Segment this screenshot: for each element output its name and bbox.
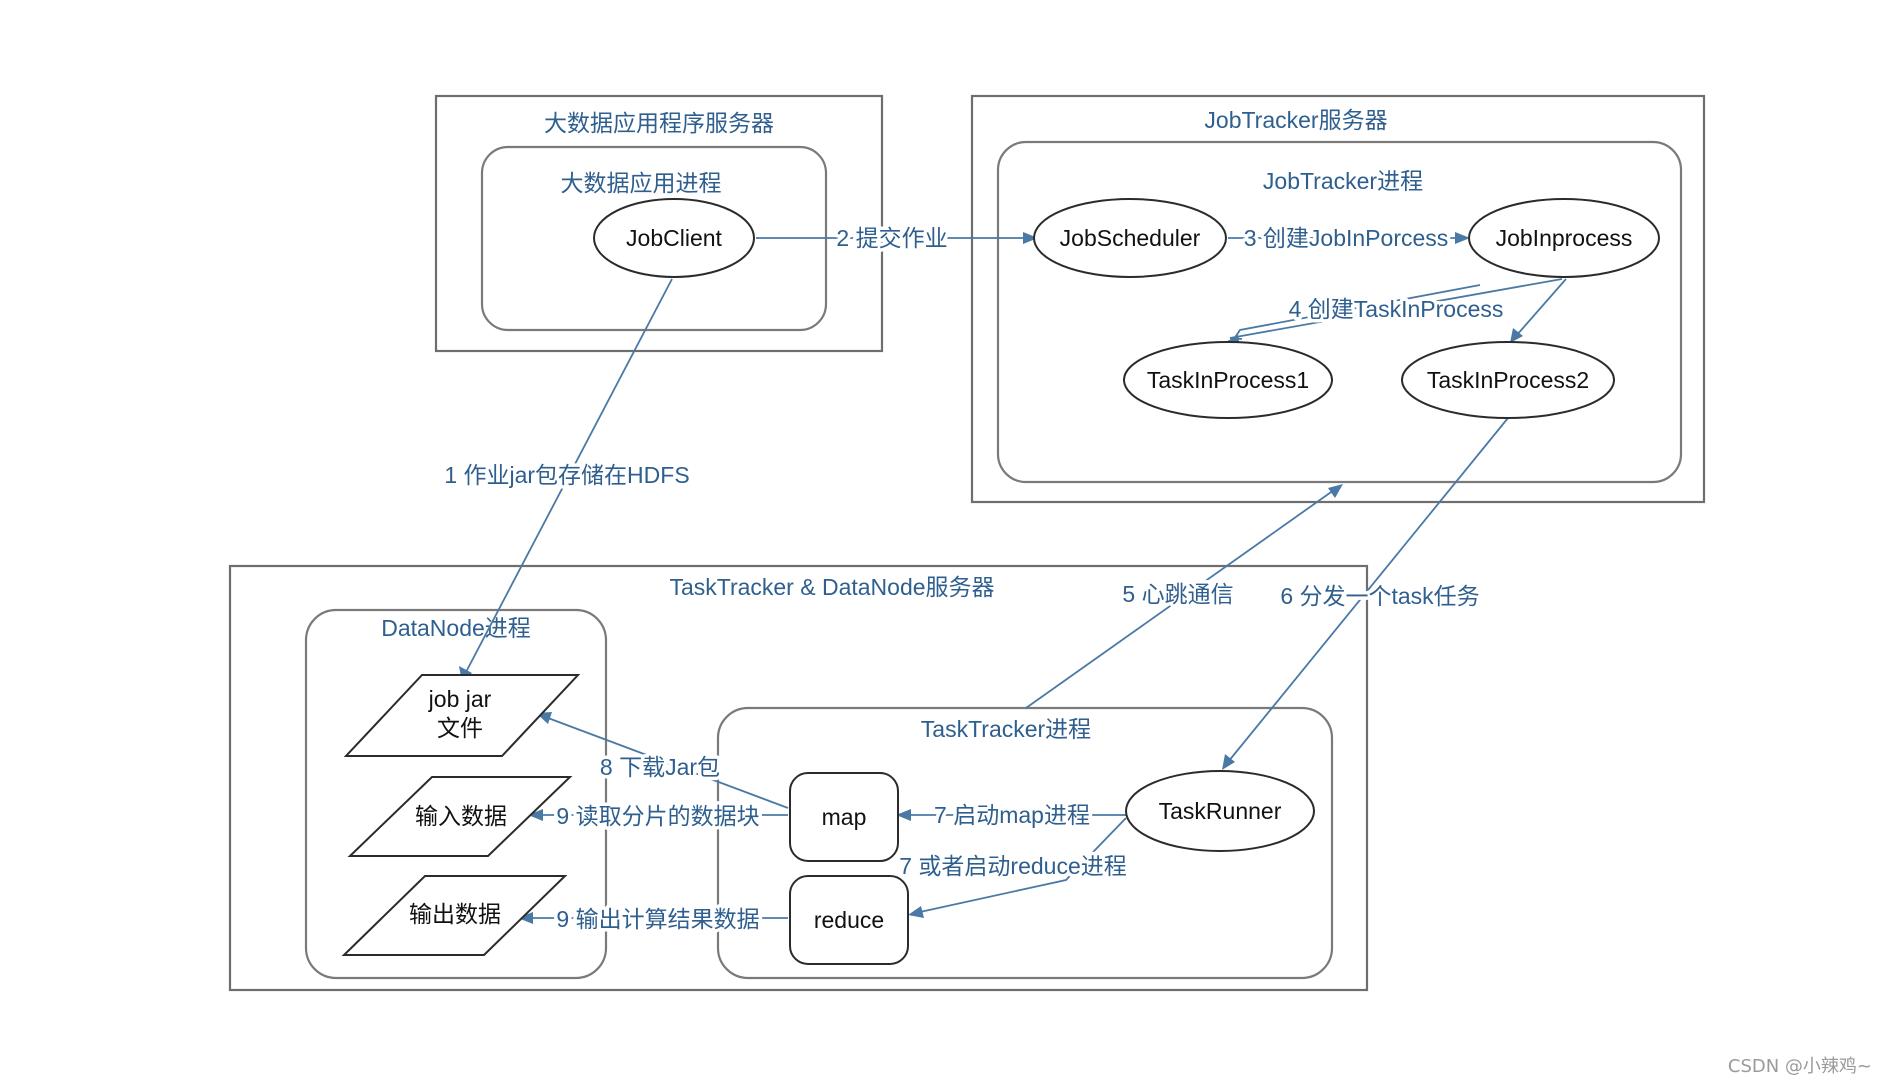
- csdn-watermark: CSDN @小辣鸡~: [1728, 1056, 1872, 1077]
- map-node: [789, 772, 899, 862]
- jobinprocess-node: [1468, 198, 1660, 278]
- job-jar-label-line1: job jar: [428, 686, 492, 712]
- edge-7a-arrowhead: [896, 809, 911, 821]
- reduce-label: reduce: [814, 907, 884, 933]
- edge-4-to-tip2-arrowhead: [1510, 328, 1523, 343]
- tasktracker-process-box: [716, 706, 1334, 980]
- edge-6-arrowhead: [1222, 754, 1235, 770]
- datanode-process-box: [304, 608, 608, 980]
- taskrunner-label: TaskRunner: [1159, 798, 1282, 824]
- edge-6-label: 6 分发一个task任务: [1280, 583, 1479, 609]
- edge-9a-label: 9 读取分片的数据块: [556, 803, 759, 829]
- reduce-node: [789, 875, 909, 965]
- taskinprocess1-label: TaskInProcess1: [1147, 367, 1309, 393]
- jobtracker-server-box: [970, 94, 1706, 504]
- jobtracker-server-title: JobTracker服务器: [1204, 107, 1387, 133]
- taskinprocess2-label: TaskInProcess2: [1427, 367, 1589, 393]
- input-data-node: [347, 776, 573, 857]
- taskinprocess1-node: [1123, 341, 1333, 419]
- edge-8-label: 8 下载Jar包: [600, 754, 720, 780]
- tasktracker-datanode-server-box: [228, 564, 1369, 992]
- edge-7b-label: 7 或者启动reduce进程: [899, 853, 1127, 879]
- jobclient-node: [593, 198, 755, 278]
- jobinprocess-label: JobInprocess: [1496, 225, 1633, 251]
- edge-5-line: [1025, 489, 1335, 709]
- output-data-label: 输出数据: [409, 901, 501, 927]
- edge-1-line: [465, 278, 673, 673]
- datanode-process-title: DataNode进程: [381, 615, 531, 641]
- tasktracker-datanode-server-title: TaskTracker & DataNode服务器: [669, 574, 994, 600]
- edge-3-label: 3 创建JobInPorcess: [1244, 225, 1449, 251]
- edge-1-label: 1 作业jar包存储在HDFS: [444, 462, 689, 488]
- app-server-box: [434, 94, 884, 353]
- edge-6-line: [1227, 417, 1509, 763]
- jobtracker-process-box: [996, 140, 1683, 484]
- output-data-node: [341, 875, 568, 956]
- input-data-label: 输入数据: [415, 803, 507, 829]
- edge-8-line: [547, 717, 789, 809]
- jobscheduler-node: [1033, 198, 1227, 278]
- edge-5-label: 5 心跳通信: [1122, 581, 1233, 607]
- edge-2-label: 2 提交作业: [836, 225, 947, 251]
- taskinprocess2-node: [1401, 341, 1615, 419]
- map-label: map: [822, 804, 867, 830]
- jobclient-label: JobClient: [626, 225, 722, 251]
- edge-4a-line: [1229, 278, 1563, 339]
- edge-2-arrowhead: [1023, 232, 1038, 244]
- edge-9a-arrowhead: [528, 809, 543, 821]
- app-server-title: 大数据应用程序服务器: [544, 110, 774, 136]
- edge-3-arrowhead: [1455, 232, 1470, 244]
- app-process-title: 大数据应用进程: [561, 170, 722, 196]
- edge-9b-arrowhead: [518, 912, 533, 924]
- taskrunner-node: [1125, 770, 1315, 852]
- edge-7b-arrowhead: [908, 906, 924, 918]
- edge-7a-label: 7 启动map进程: [934, 802, 1090, 828]
- job-jar-label-line2: 文件: [437, 715, 483, 741]
- edge-5-arrowhead: [1328, 484, 1343, 498]
- job-jar-file-node: [343, 674, 581, 757]
- edge-4c-line: [1515, 278, 1567, 337]
- edge-9b-label: 9 输出计算结果数据: [556, 906, 759, 932]
- jobtracker-process-title: JobTracker进程: [1263, 168, 1423, 194]
- tasktracker-process-title: TaskTracker进程: [921, 716, 1091, 742]
- edge-4-label: 4 创建TaskInProcess: [1289, 296, 1504, 322]
- edge-7b-line: [919, 817, 1127, 913]
- jobscheduler-label: JobScheduler: [1060, 225, 1201, 251]
